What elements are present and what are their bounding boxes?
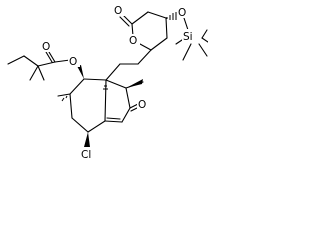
ester-chain: [7, 51, 71, 81]
ethylene-linker: [105, 49, 152, 81]
structure-diagram: O O O Si O O O Cl: [0, 0, 208, 178]
atom-labels: O O O Si O O O Cl: [41, 4, 200, 161]
lactone-ring-oxygen: O: [129, 35, 137, 47]
wedge-c1-oester: [77, 65, 84, 79]
lactone-carbonyl-oxygen: O: [114, 5, 122, 17]
chlorine-atom: Cl: [81, 149, 91, 161]
silicon-atom: Si: [183, 31, 193, 43]
ester-oxygen: O: [69, 56, 77, 68]
ether-oxygen: O: [178, 7, 186, 19]
wedge-c5-cl: [84, 132, 90, 147]
lactone-ring: [119, 11, 168, 51]
hashed-wedge-ring-fusion: [103, 82, 108, 90]
ester-carbonyl-oxygen: O: [42, 41, 50, 53]
stereo-bonds: [57, 65, 143, 147]
wedge-c7-methyl: [126, 79, 143, 88]
left-ring: [69, 78, 107, 133]
ketone-oxygen: O: [138, 99, 146, 111]
molecule-drawing: O O O Si O O O Cl: [7, 4, 208, 161]
hashed-wedge-otbs: [166, 12, 177, 20]
